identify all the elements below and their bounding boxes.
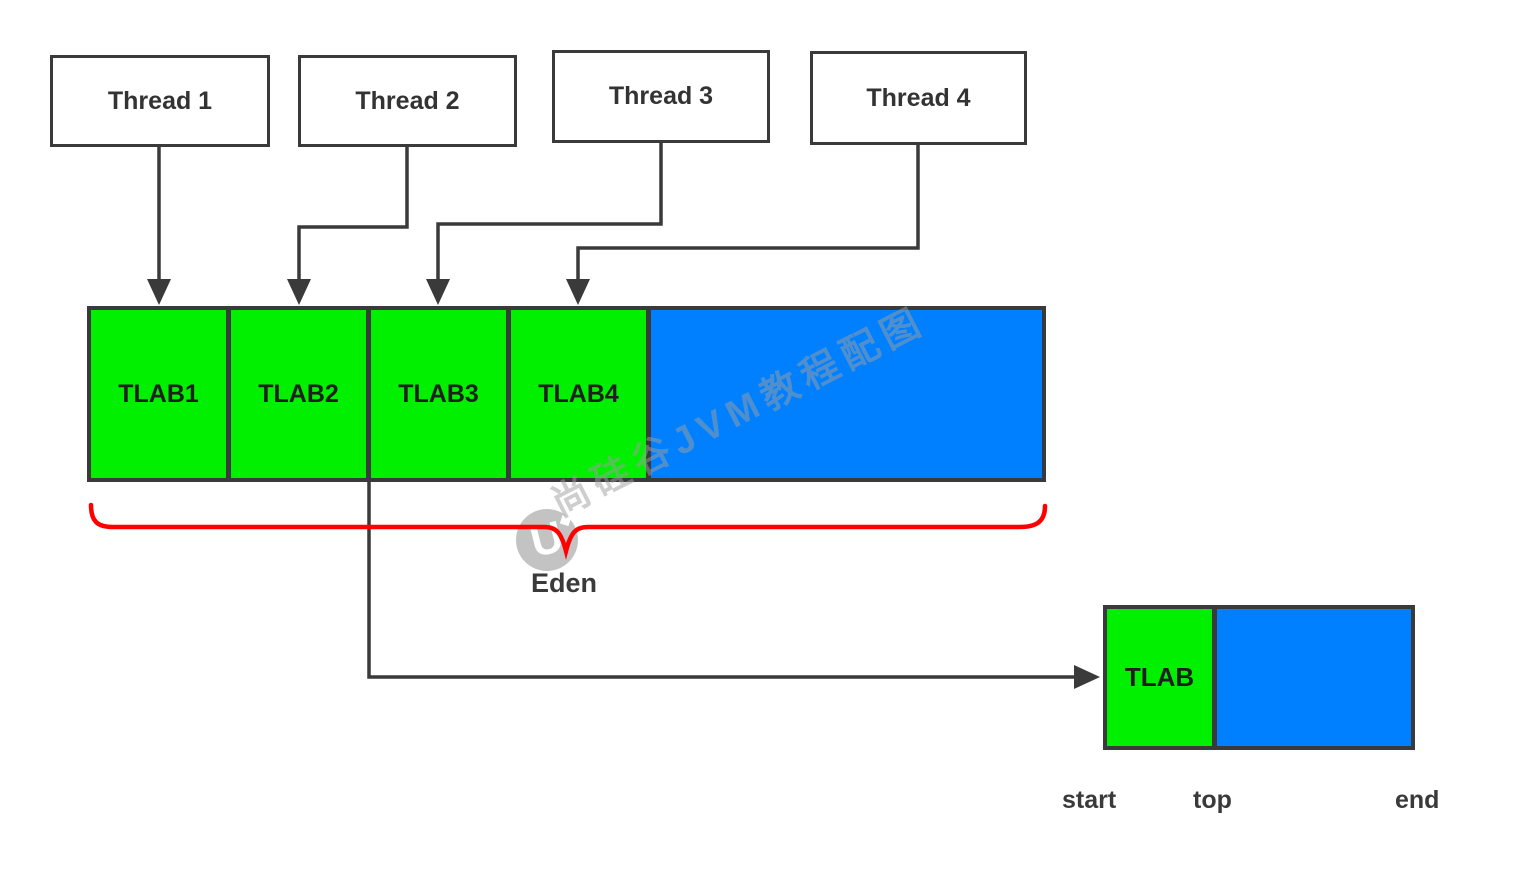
eden-free-space: [651, 310, 1042, 478]
thread-4-box: Thread 4: [810, 51, 1027, 145]
thread-1-label: Thread 1: [107, 86, 213, 115]
thread1-arrow-head: [147, 279, 171, 305]
thread-1-box: Thread 1: [50, 55, 270, 147]
tlab4-cell: TLAB4: [511, 310, 651, 478]
tlab3-cell: TLAB3: [371, 310, 511, 478]
tlab3-label: TLAB3: [398, 379, 479, 408]
thread-2-box: Thread 2: [298, 55, 517, 147]
pointer-label-top: top: [1193, 786, 1232, 814]
thread-3-label: Thread 3: [608, 82, 714, 110]
tlab2-label: TLAB2: [258, 379, 339, 408]
thread4-arrow-head: [566, 279, 590, 305]
detail-arrow-line: [367, 482, 1076, 679]
pointer-label-end: end: [1395, 786, 1440, 814]
eden-label: Eden: [531, 568, 598, 598]
tlab-detail-used-cell: TLAB: [1107, 609, 1217, 746]
thread3-arrow-line: [436, 143, 663, 280]
pointer-label-start: start: [1062, 786, 1117, 814]
thread-2-label: Thread 2: [355, 86, 460, 115]
thread-3-box: Thread 3: [552, 50, 770, 143]
tlab4-label: TLAB4: [538, 379, 619, 408]
tlab1-cell: TLAB1: [91, 310, 231, 478]
eden-memory-bar: TLAB1 TLAB2 TLAB3 TLAB4: [87, 306, 1046, 482]
thread2-arrow-head: [287, 279, 311, 305]
tlab-detail-free-space: [1217, 609, 1411, 746]
thread-4-label: Thread 4: [866, 83, 971, 112]
tlab1-label: TLAB1: [118, 379, 199, 408]
tlab-detail-label: TLAB: [1124, 662, 1195, 692]
thread3-arrow-head: [426, 279, 450, 305]
detail-arrow-head: [1074, 665, 1100, 689]
thread2-arrow-line: [297, 147, 409, 280]
tlab2-cell: TLAB2: [231, 310, 371, 478]
tlab-detail-box: TLAB: [1103, 605, 1415, 750]
thread4-arrow-line: [576, 145, 920, 280]
